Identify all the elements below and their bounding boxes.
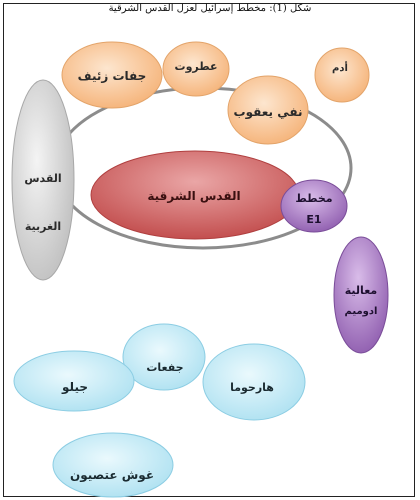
label-adam: أدم [332, 61, 348, 74]
node-givat: جفعات [122, 323, 206, 391]
label-givat-zeev: جفات زئيف [78, 69, 147, 83]
label-maale-adumim-2: ادوميم [345, 306, 378, 317]
node-adam: أدم [314, 47, 370, 103]
node-west-jerusalem: القدس الغربية [11, 79, 75, 281]
label-neve-yaakov: نفي يعقوب [234, 105, 303, 120]
label-east-jerusalem: القدس الشرقية [147, 189, 240, 203]
label-atarot: عطروت [175, 60, 218, 73]
label-har-homa: هارحوما [230, 381, 274, 394]
node-gush-etzion: غوش عتصيون [52, 432, 174, 498]
node-atarot: عطروت [162, 41, 230, 97]
label-plan-e1-2: E1 [306, 213, 321, 226]
label-maale-adumim-1: معالية [345, 284, 377, 297]
label-givat: جفعات [146, 361, 183, 374]
node-gilo: جيلو [13, 350, 135, 412]
label-west-jerusalem-1: القدس [24, 172, 61, 185]
node-east-jerusalem: القدس الشرقية [90, 150, 300, 240]
node-neve-yaakov: نفي يعقوب [227, 75, 309, 145]
label-west-jerusalem-2: الغربية [25, 220, 61, 233]
node-maale-adumim: معالية ادوميم [333, 236, 389, 354]
node-har-homa: هارحوما [202, 343, 306, 421]
label-plan-e1-1: مخطط [295, 192, 332, 205]
node-plan-e1: مخطط E1 [280, 179, 348, 233]
figure-caption: شكل (1): مخطط إسرائيل لعزل القدس الشرقية [108, 3, 312, 14]
label-gilo: جيلو [61, 380, 88, 395]
figure-frame [3, 3, 415, 497]
node-givat-zeev: جفات زئيف [61, 41, 163, 109]
label-gush-etzion: غوش عتصيون [70, 468, 154, 483]
